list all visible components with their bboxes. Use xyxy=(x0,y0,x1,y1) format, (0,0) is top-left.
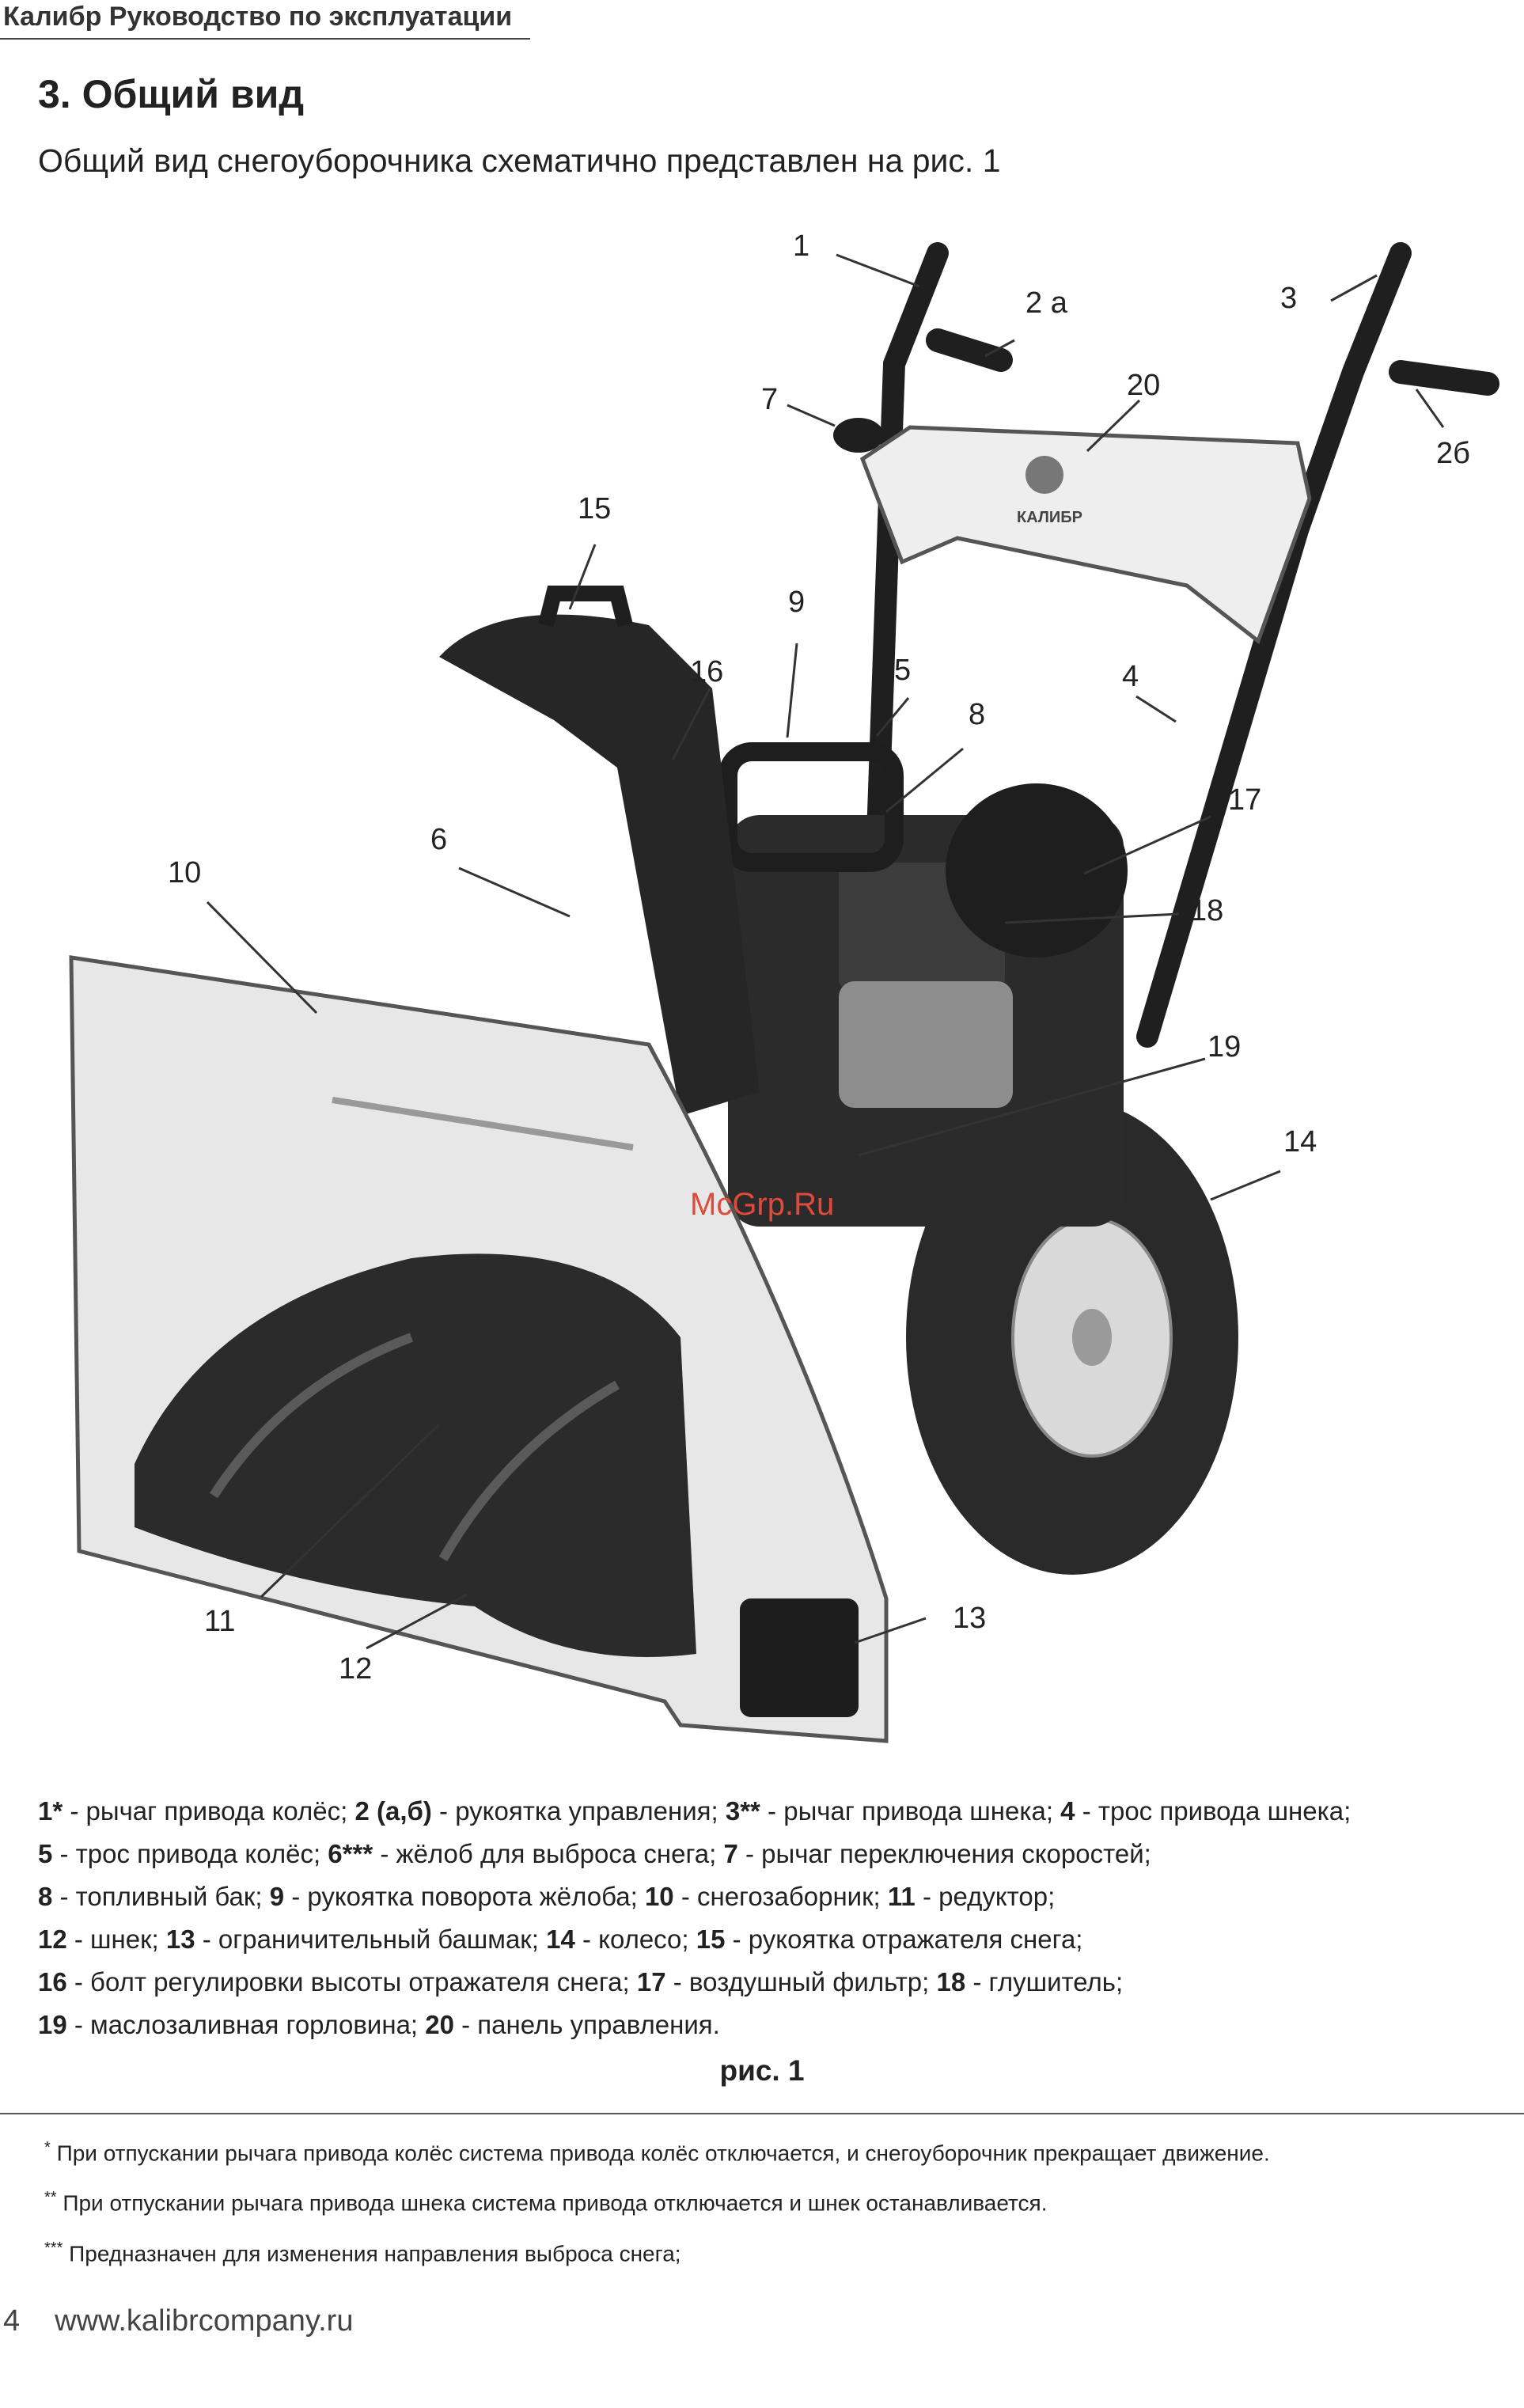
callout-6: 6 xyxy=(430,823,448,856)
running-header-title: Калибр Руководство по эксплуатации xyxy=(3,2,513,32)
legend-text: - снегозаборник; xyxy=(673,1882,888,1911)
callout-5: 5 xyxy=(894,654,912,687)
website-url: www.kalibrcompany.ru xyxy=(55,2304,354,2338)
running-header: Калибр Руководство по эксплуатации xyxy=(0,0,530,40)
legend-line: 12 - шнек; 13 - ограничительный башмак; … xyxy=(38,1918,1486,1961)
legend-number: 17 xyxy=(636,1967,666,1997)
callout-4: 4 xyxy=(1122,660,1139,693)
legend-number: 5 xyxy=(38,1839,53,1868)
legend-text: - рукоятка управления; xyxy=(431,1796,726,1826)
legend-number: 19 xyxy=(38,2010,67,2039)
legend-text: - рычаг переключения скоростей; xyxy=(737,1839,1151,1868)
callout-19: 19 xyxy=(1207,1030,1242,1064)
callout-13: 13 xyxy=(953,1602,987,1635)
footnote: *** Предназначен для изменения направлен… xyxy=(44,2226,1270,2276)
footnotes: * При отпускании рычага привода колёс си… xyxy=(44,2125,1270,2276)
legend-number: 6*** xyxy=(328,1839,373,1868)
legend-text: - жёлоб для выброса снега; xyxy=(373,1839,724,1868)
legend-text: - маслозаливная горловина; xyxy=(66,2010,426,2039)
handlebar-frame xyxy=(833,242,1499,1048)
legend-number: 14 xyxy=(546,1925,575,1954)
legend-number: 9 xyxy=(269,1882,285,1911)
watermark: McGrp.Ru xyxy=(690,1187,835,1222)
legend-text: - редуктор; xyxy=(915,1882,1056,1911)
footnote-mark: * xyxy=(44,2139,51,2156)
callout-16: 16 xyxy=(690,655,724,688)
legend-number: 8 xyxy=(38,1882,53,1911)
snowblower-figure: КАЛИБР xyxy=(0,214,1524,1765)
figure-caption: рис. 1 xyxy=(719,2054,805,2087)
section-intro: Общий вид снегоуборочника схематично пре… xyxy=(38,142,1001,179)
legend-line: 8 - топливный бак; 9 - рукоятка поворота… xyxy=(38,1875,1486,1918)
divider xyxy=(0,2113,1524,2114)
callout-9: 9 xyxy=(788,586,806,619)
callout-3: 3 xyxy=(1280,282,1298,315)
callout-8: 8 xyxy=(969,698,986,731)
legend-number: 3** xyxy=(725,1796,760,1826)
callout-20: 20 xyxy=(1127,369,1161,402)
callout-7: 7 xyxy=(761,383,779,416)
footnote-text: Предназначен для изменения направления в… xyxy=(63,2240,681,2266)
legend-text: - болт регулировки высоты отражателя сне… xyxy=(66,1967,637,1997)
legend-number: 1* xyxy=(38,1796,63,1826)
auger xyxy=(135,1253,696,1657)
legend-text: - рукоятка отражателя снега; xyxy=(725,1925,1083,1954)
legend-number: 12 xyxy=(38,1925,67,1954)
brand-logo-text: КАЛИБР xyxy=(1017,509,1082,526)
legend-text: - трос привода колёс; xyxy=(52,1839,328,1868)
legend-number: 11 xyxy=(887,1882,916,1911)
figure-legend: 1* - рычаг привода колёс; 2 (а,б) - руко… xyxy=(38,1790,1486,2046)
legend-text: - шнек; xyxy=(66,1925,166,1954)
callout-2a: 2 а xyxy=(1025,286,1067,320)
control-panel: КАЛИБР xyxy=(859,425,1312,645)
callout-2b: 2б xyxy=(1436,437,1470,470)
footnote: * При отпускании рычага привода колёс си… xyxy=(44,2125,1270,2175)
legend-line: 5 - трос привода колёс; 6*** - жёлоб для… xyxy=(38,1833,1486,1875)
callout-17: 17 xyxy=(1228,783,1262,817)
legend-line: 1* - рычаг привода колёс; 2 (а,б) - руко… xyxy=(38,1790,1486,1833)
legend-number: 20 xyxy=(425,2010,454,2039)
callout-15: 15 xyxy=(578,492,612,525)
callout-12: 12 xyxy=(339,1652,373,1686)
footnote-mark: *** xyxy=(44,2239,63,2257)
legend-text: - трос привода шнека; xyxy=(1075,1796,1352,1826)
footnote-text: При отпускании рычага привода колёс сист… xyxy=(50,2141,1270,2166)
legend-line: 19 - маслозаливная горловина; 20 - панел… xyxy=(38,2004,1486,2046)
callout-10: 10 xyxy=(168,856,202,889)
footnote-text: При отпускании рычага привода шнека сист… xyxy=(56,2190,1048,2216)
legend-text: - ограничительный башмак; xyxy=(195,1925,547,1954)
legend-text: - топливный бак; xyxy=(52,1882,270,1911)
footnote: ** При отпускании рычага привода шнека с… xyxy=(44,2175,1270,2225)
discharge-chute xyxy=(439,586,760,1116)
snowblower-illustration: КАЛИБР xyxy=(69,242,1499,1743)
legend-number: 15 xyxy=(696,1925,726,1954)
legend-number: 16 xyxy=(38,1967,67,1997)
section-title: 3. Общий вид xyxy=(38,72,305,116)
callout-lines xyxy=(206,253,1445,1650)
legend-text: - глушитель; xyxy=(965,1967,1124,1997)
callout-11: 11 xyxy=(204,1605,236,1638)
callout-14: 14 xyxy=(1283,1125,1317,1158)
engine xyxy=(718,742,1128,1227)
legend-text: - рукоятка поворота жёлоба; xyxy=(284,1882,645,1911)
footnote-mark: ** xyxy=(44,2189,57,2207)
legend-text: - рычаг привода шнека; xyxy=(760,1796,1061,1826)
callout-1: 1 xyxy=(793,229,810,263)
callout-18: 18 xyxy=(1190,894,1224,927)
legend-number: 18 xyxy=(936,1967,966,1997)
legend-number: 10 xyxy=(644,1882,674,1911)
legend-text: - панель управления. xyxy=(453,2010,720,2039)
legend-line: 16 - болт регулировки высоты отражателя … xyxy=(38,1961,1486,2004)
skid-shoe xyxy=(740,1598,859,1717)
page-number: 4 xyxy=(3,2304,21,2338)
legend-text: - воздушный фильтр; xyxy=(665,1967,937,1997)
legend-text: - колесо; xyxy=(574,1925,696,1954)
page-footer: 4 www.kalibrcompany.ru xyxy=(3,2304,353,2338)
legend-number: 4 xyxy=(1060,1796,1075,1826)
legend-number: 13 xyxy=(165,1925,195,1954)
legend-text: - рычаг привода колёс; xyxy=(63,1796,355,1826)
legend-number: 2 (а,б) xyxy=(354,1796,432,1826)
legend-number: 7 xyxy=(723,1839,738,1868)
